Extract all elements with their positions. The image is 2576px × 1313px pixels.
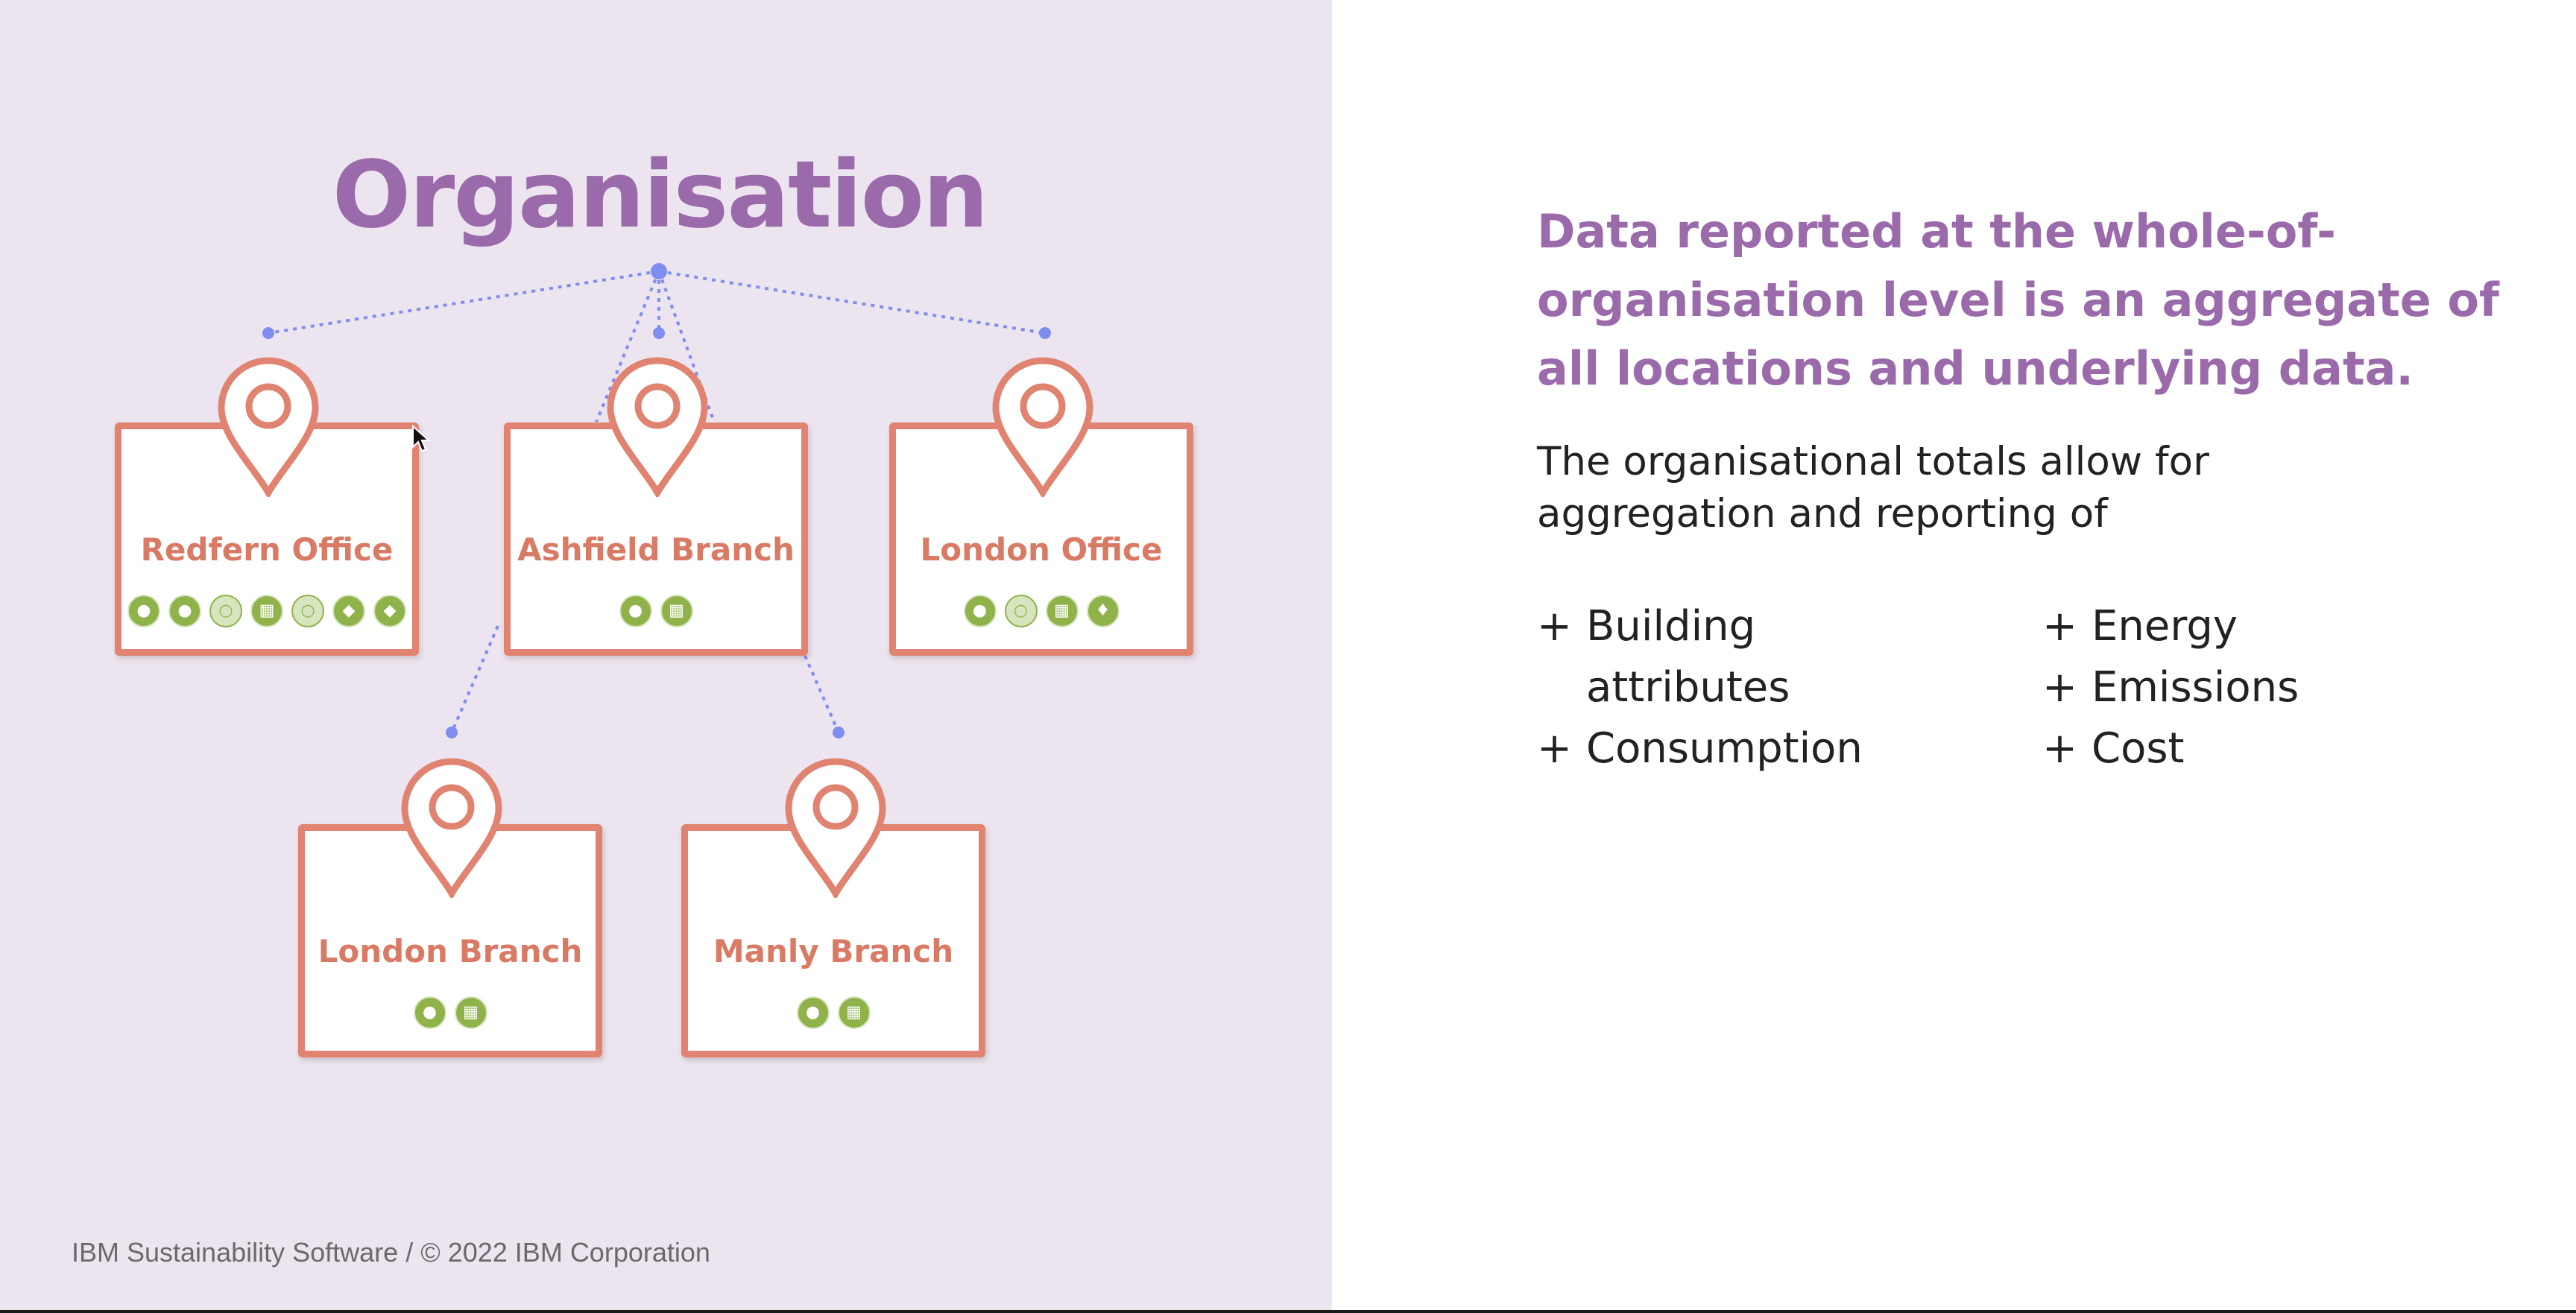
bulb-icon: ● [168,595,201,627]
location-name: Ashfield Branch [517,531,795,568]
location-pin-icon [218,357,319,497]
bulb-icon: ● [796,996,830,1029]
utility-icon-row: ● ▦ [511,595,801,627]
bullet-text: Emissions [2092,663,2299,712]
bulb-icon: ● [413,996,446,1029]
mouse-cursor-icon [412,425,431,452]
location-name: Manly Branch [713,933,954,969]
location-name: London Branch [318,933,583,969]
drop-icon: ♦ [1086,595,1120,627]
meter-icon: ▦ [837,996,871,1029]
utility-icon-row: ● ▦ [305,996,596,1029]
location-pin-icon [992,357,1093,497]
utility-icon-row: ● ○ ▦ ♦ [896,595,1187,627]
bullet-item: + Consumption [1537,718,1974,779]
bullet-text: Cost [2092,724,2185,773]
leaf-icon: ◆ [332,595,365,627]
location-name: Redfern Office [140,531,394,568]
location-pin-icon [401,758,502,898]
bulb-icon: ● [619,595,652,627]
location-name: London Office [920,531,1163,568]
bullet-item: + Cost [2042,718,2479,779]
node-dot-london-office [1039,327,1051,339]
pale-icon: ○ [209,595,242,627]
bullet-text: Consumption [1586,724,1863,773]
headline: Data reported at the whole-of-organisati… [1537,204,2499,396]
org-diagram-panel: Organisation Redfern Office ● ● ○ ▦ ○ ◆ … [0,0,1332,1310]
utility-icon-row: ● ● ○ ▦ ○ ◆ ◆ [121,595,412,627]
bullet-list-left: + Building attributes + Consumption [1537,596,1974,779]
bulb-icon: ● [127,595,160,627]
plus-marker: + [2042,663,2077,712]
location-pin-icon [607,357,708,497]
node-dot-manly [833,727,845,738]
footer-copyright: IBM Sustainability Software / © 2022 IBM… [72,1237,710,1268]
plus-marker: + [1537,602,1572,651]
organisation-title: Organisation [332,142,989,249]
bullet-list-right: + Energy + Emissions + Cost [2042,596,2479,779]
hierarchy-connectors [262,263,1051,738]
body-text: The organisational totals allow for aggr… [1537,439,2209,537]
bullet-item: + Emissions [2042,657,2479,718]
meter-icon: ▦ [1045,595,1079,627]
bullet-text: Building attributes [1586,602,1790,712]
plus-marker: + [2042,724,2077,773]
utility-icon-row: ● ▦ [688,996,979,1029]
meter-icon: ▦ [250,595,283,627]
location-pin-icon [785,758,886,898]
meter-icon: ▦ [660,595,693,627]
plus-marker: + [2042,602,2077,651]
bullet-item: + Building attributes [1537,596,1974,718]
bullet-item: + Energy [2042,596,2479,657]
bulb-icon: ● [963,595,997,627]
node-dot-redfern [262,327,274,339]
node-dot-london-branch [446,727,458,738]
pale-icon: ○ [291,595,324,627]
node-dot-ashfield [653,327,665,339]
pale-icon: ○ [1004,595,1038,627]
org-root-node [651,263,667,279]
bullet-text: Energy [2092,602,2238,651]
plus-marker: + [1537,724,1572,773]
meter-icon: ▦ [454,996,487,1029]
leaf-icon: ◆ [373,595,406,627]
